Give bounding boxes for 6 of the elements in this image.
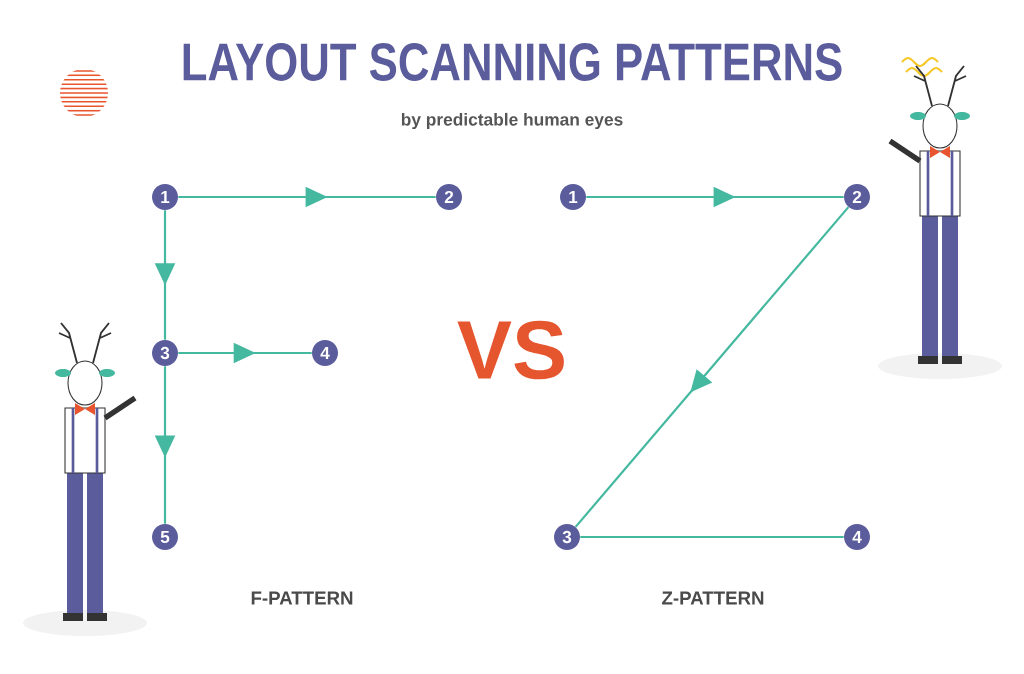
pattern-caption: F-PATTERN: [251, 591, 353, 605]
vs-text: VS: [457, 320, 564, 380]
arrow: [574, 206, 850, 528]
title: LAYOUT SCANNING PATTERNS: [183, 43, 842, 81]
pattern-caption: Z-PATTERN: [662, 591, 764, 605]
subtitle: by predictable human eyes: [401, 112, 623, 130]
